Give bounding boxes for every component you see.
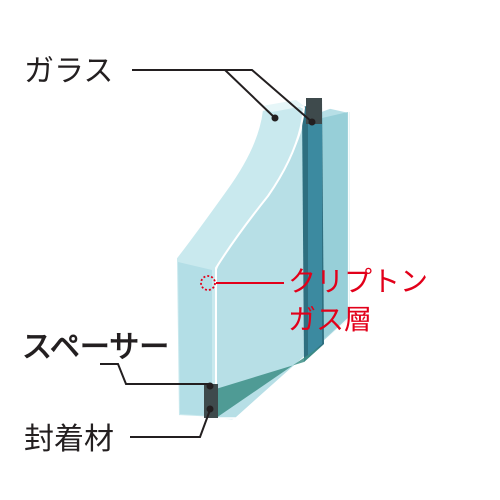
spacer-label: スペーサー: [22, 330, 170, 365]
spacer-leader-dot: [206, 382, 214, 390]
front-glass-face: [178, 262, 212, 416]
glass-label: ガラス: [24, 54, 114, 89]
spacer-vertical-face: [308, 118, 322, 356]
krypton-gas-label-line2: ガス層: [288, 303, 373, 336]
sealant-leader: [130, 409, 211, 438]
glass-leader-branch: [225, 69, 313, 123]
front-glass-top-edge: [262, 100, 304, 112]
gas-layer-marker: [200, 275, 216, 291]
krypton-gas-label-line1: クリプトン: [288, 265, 429, 298]
back-glass-side: [322, 112, 348, 342]
spacer-leader: [100, 363, 210, 385]
glass-leader-main: [132, 69, 276, 119]
glass-leader-dot-2: [308, 118, 316, 126]
spacer-top-cap: [306, 98, 322, 124]
sealant-leader-dot: [206, 405, 214, 413]
spacer-bottom: [204, 344, 324, 418]
sealant-label: 封着材: [24, 422, 114, 457]
glass-leader-dot-1: [271, 114, 279, 122]
